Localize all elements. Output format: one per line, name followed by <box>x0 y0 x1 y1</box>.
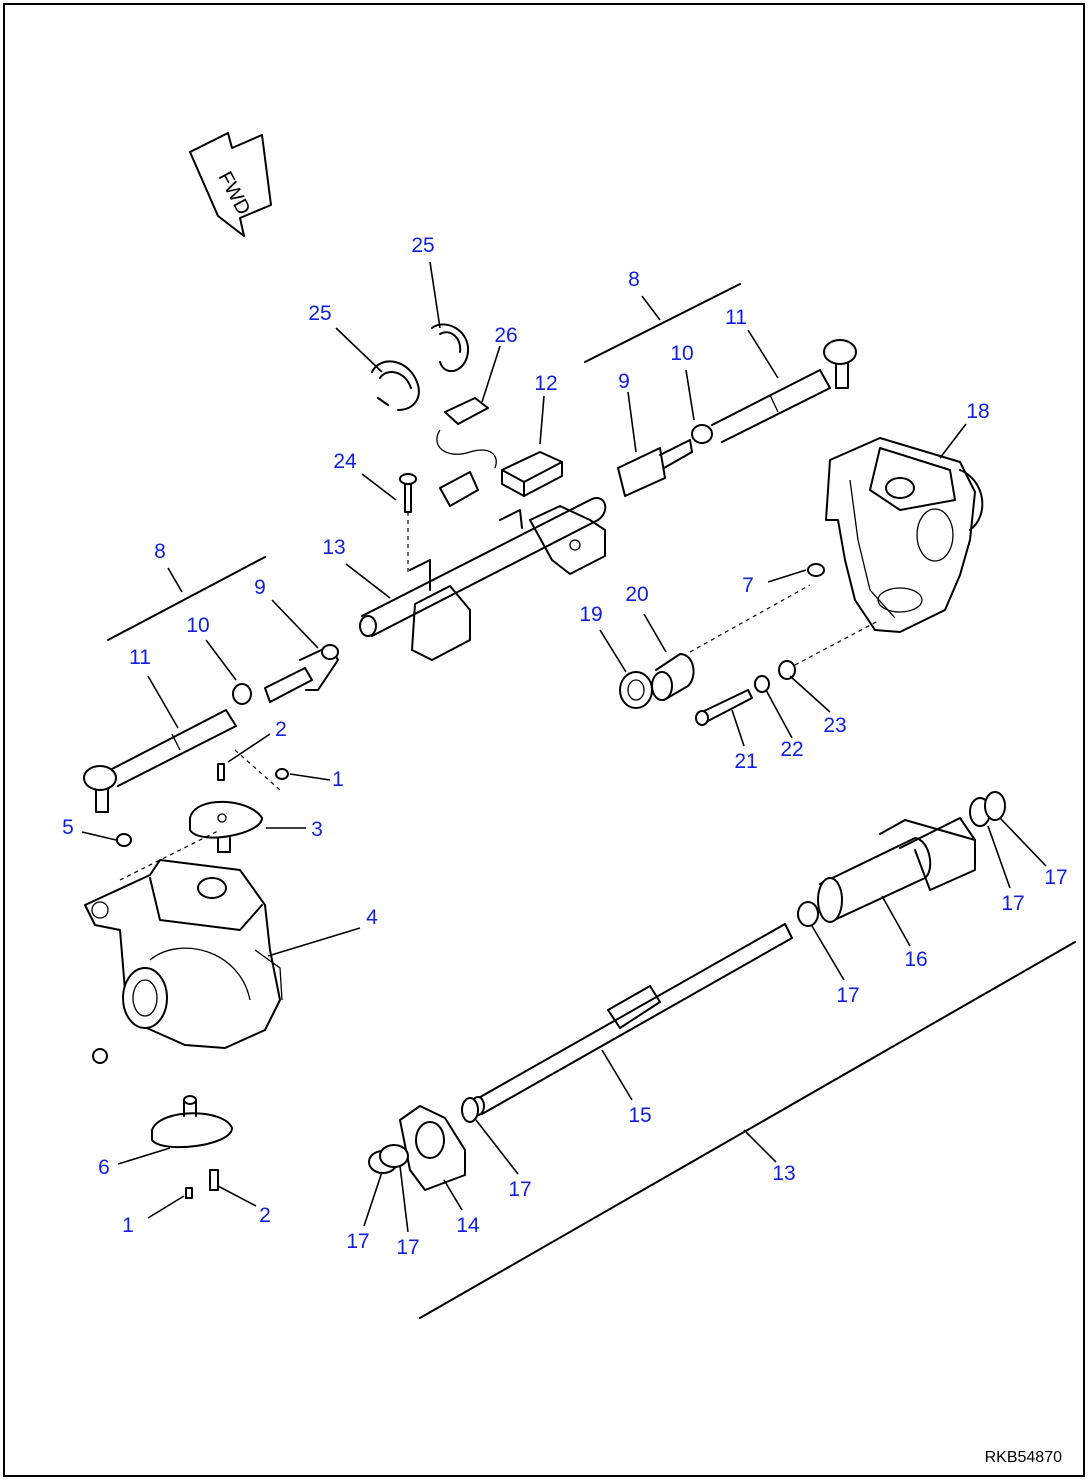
symbol-mark-icon <box>92 1048 108 1064</box>
nut-7 <box>807 563 825 577</box>
callout-13-upper: 13 <box>322 536 345 559</box>
callout-13-lower: 13 <box>772 1162 795 1185</box>
bearing-housing-left <box>368 1097 479 1191</box>
tie-rod-right <box>584 283 857 497</box>
callout-9-right: 9 <box>618 370 630 393</box>
callout-6: 6 <box>98 1156 110 1179</box>
callout-10-left: 10 <box>186 614 209 637</box>
bolt-washer-bushing <box>695 660 796 726</box>
callout-25-left: 25 <box>308 302 331 325</box>
callout-17-center: 17 <box>508 1178 531 1201</box>
callout-7: 7 <box>742 574 754 597</box>
axle-tube-upper <box>359 497 607 661</box>
alignment-line-king-pin <box>234 749 281 791</box>
bushing-and-seal <box>619 653 695 709</box>
callout-26: 26 <box>494 324 517 347</box>
callout-16: 16 <box>904 948 927 971</box>
angle-sensor <box>436 397 497 507</box>
king-pin-cap-upper <box>189 800 263 853</box>
drawing-code: RKB54870 <box>985 1449 1062 1466</box>
callout-8-right: 8 <box>628 268 640 291</box>
axle-shaft-lower <box>419 791 1076 1319</box>
callout-17-far-right: 17 <box>1044 866 1067 889</box>
bolt-lower <box>209 1169 219 1191</box>
callout-25-right: 25 <box>411 234 434 257</box>
callout-17-lower-left: 17 <box>346 1230 369 1253</box>
grease-fitting-upper <box>275 768 289 780</box>
callout-2-lower: 2 <box>259 1204 271 1227</box>
callout-18: 18 <box>966 400 989 423</box>
callout-10-right: 10 <box>670 342 693 365</box>
snap-ring-right <box>431 323 470 373</box>
callout-14: 14 <box>456 1214 480 1237</box>
callout-1-lower: 1 <box>122 1214 134 1237</box>
king-pin-cap-lower <box>151 1095 233 1149</box>
grease-fitting-lower <box>185 1187 193 1199</box>
leader-lines <box>81 261 1047 1233</box>
tie-rod-left <box>83 556 339 813</box>
drawing-frame <box>3 3 1085 1477</box>
callout-labels: 25 25 26 8 11 10 9 12 18 24 13 8 9 10 11… <box>62 234 1068 1259</box>
pin <box>399 473 417 572</box>
callout-23: 23 <box>823 714 846 737</box>
alignment-line-upper <box>689 584 811 653</box>
mounting-plate <box>501 451 563 497</box>
callout-17-middle: 17 <box>836 984 859 1007</box>
callout-17-right: 17 <box>1001 892 1024 915</box>
callout-11-right: 11 <box>725 306 747 329</box>
callout-8-left: 8 <box>154 540 166 563</box>
callout-15: 15 <box>628 1104 651 1127</box>
alignment-line-cap <box>119 829 221 881</box>
steering-knuckle-left <box>84 859 283 1049</box>
callout-17-lower: 17 <box>396 1236 419 1259</box>
callout-2-upper: 2 <box>275 718 287 741</box>
fwd-label: FWD <box>214 168 255 219</box>
callout-22: 22 <box>780 738 803 761</box>
callout-19: 19 <box>579 603 602 626</box>
callout-3: 3 <box>311 818 323 841</box>
callout-24: 24 <box>333 450 357 473</box>
callout-5: 5 <box>62 816 74 839</box>
callout-11-left: 11 <box>129 646 151 669</box>
callout-21: 21 <box>734 750 757 773</box>
callout-12: 12 <box>534 372 557 395</box>
nut-5 <box>116 833 132 847</box>
forward-direction-arrow-icon: FWD <box>189 132 272 237</box>
bolt-upper <box>217 763 225 781</box>
callout-9-left: 9 <box>254 576 266 599</box>
steering-knuckle-housing-right <box>825 437 984 633</box>
callout-4: 4 <box>366 906 378 929</box>
alignment-line-lower <box>794 619 881 666</box>
callout-20: 20 <box>625 583 648 606</box>
snap-ring-left <box>371 360 420 411</box>
callout-1-upper: 1 <box>332 768 344 791</box>
